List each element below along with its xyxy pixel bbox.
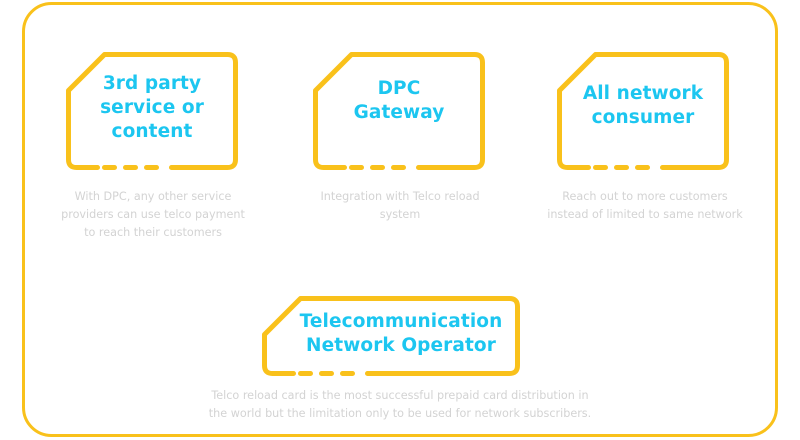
sim-card-outline bbox=[557, 52, 729, 170]
card-title-line: Gateway bbox=[353, 102, 445, 123]
card-description: Reach out to more customers instead of l… bbox=[523, 188, 767, 224]
description-line: With DPC, any other service bbox=[74, 190, 232, 203]
card-third-party-service: 3rd party service or content bbox=[66, 52, 238, 170]
description-line: system bbox=[379, 208, 421, 221]
description-line: instead of limited to same network bbox=[547, 208, 743, 221]
card-title-line: DPC bbox=[377, 78, 421, 99]
sim-card-shape-icon bbox=[557, 52, 729, 170]
card-title: All network consumer bbox=[557, 52, 729, 170]
card-description: Telco reload card is the most successful… bbox=[150, 387, 650, 423]
sim-card-outline bbox=[313, 52, 485, 170]
description-line: providers can use telco payment bbox=[61, 208, 245, 221]
description-line: Telco reload card is the most successful… bbox=[211, 389, 589, 402]
card-title-line: Telecommunication bbox=[299, 311, 503, 332]
card-description: With DPC, any other service providers ca… bbox=[40, 188, 266, 242]
sim-card-outline bbox=[66, 52, 238, 170]
card-title: DPC Gateway bbox=[313, 52, 485, 170]
description-line: Reach out to more customers bbox=[562, 190, 728, 203]
description-line: the world but the limitation only to be … bbox=[208, 407, 592, 420]
sim-card-outline bbox=[262, 296, 520, 376]
card-title: 3rd party service or content bbox=[66, 52, 238, 170]
card-title-line: service or bbox=[100, 97, 204, 118]
sim-card-shape-icon bbox=[313, 52, 485, 170]
sim-card-shape-icon bbox=[66, 52, 238, 170]
card-title-line: 3rd party bbox=[102, 73, 202, 94]
card-description: Integration with Telco reload system bbox=[290, 188, 510, 224]
card-title: Telecommunication Network Operator bbox=[262, 296, 520, 376]
card-title-line: Network Operator bbox=[306, 335, 496, 356]
card-title-line: All network bbox=[582, 83, 704, 104]
card-dpc-gateway: DPC Gateway bbox=[313, 52, 485, 170]
card-telecom-network-operator: Telecommunication Network Operator bbox=[262, 296, 520, 376]
sim-card-shape-icon bbox=[262, 296, 520, 376]
card-title-line: content bbox=[111, 121, 193, 142]
description-line: Integration with Telco reload bbox=[320, 190, 480, 203]
description-line: to reach their customers bbox=[84, 226, 222, 239]
card-title-line: consumer bbox=[591, 107, 695, 128]
card-all-network-consumer: All network consumer bbox=[557, 52, 729, 170]
